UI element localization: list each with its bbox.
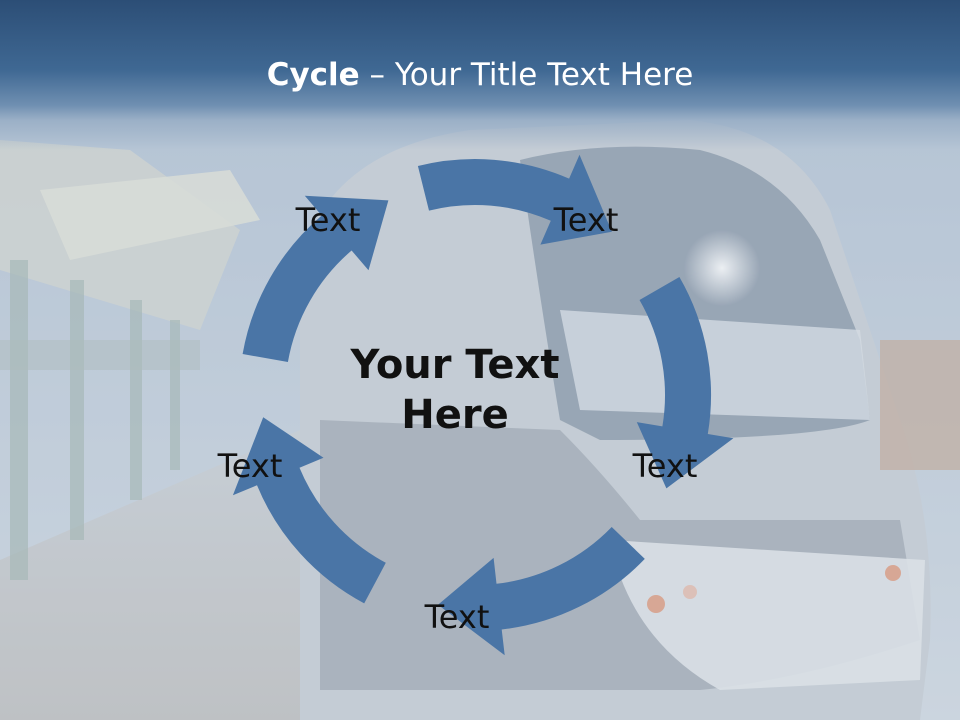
step-label-3: Text [632, 447, 698, 485]
slide-title: Cycle – Your Title Text Here [0, 52, 960, 98]
step-label-4: Text [424, 598, 490, 636]
step-label-2: Text [553, 201, 619, 239]
curved-arrow-icon-2 [636, 277, 734, 489]
title-rest: – Your Title Text Here [359, 57, 694, 93]
curved-arrow-icon-1 [417, 154, 612, 245]
step-label-1: Text [295, 201, 361, 239]
center-text: Your Text Here [350, 342, 560, 438]
title-bar [0, 0, 960, 150]
curved-arrow-icon-3 [438, 527, 645, 656]
curved-arrow-icon-4 [232, 417, 386, 604]
cycle-arrows [232, 154, 734, 656]
title-bold: Cycle [266, 57, 360, 93]
curved-arrow-icon-5 [242, 195, 389, 362]
step-label-5: Text [217, 447, 283, 485]
